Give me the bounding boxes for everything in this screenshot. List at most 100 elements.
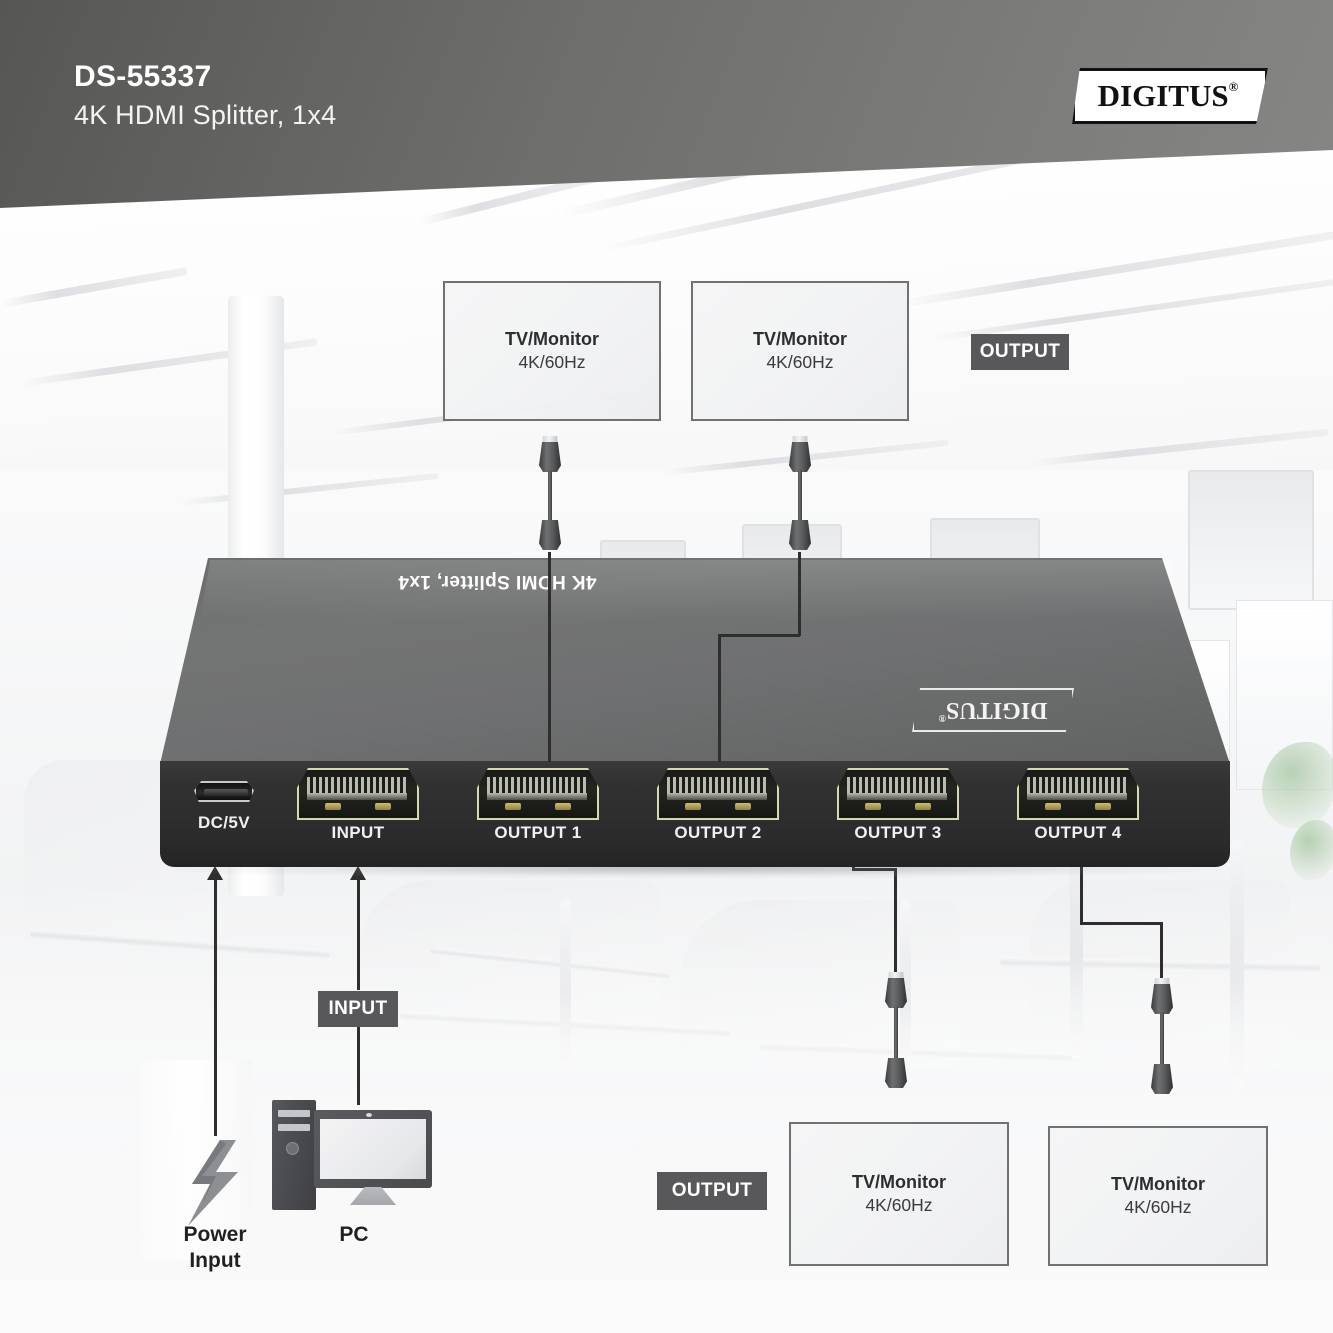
device-top-label: 4K HDMI Splitter, 1x4 — [398, 571, 597, 592]
cable-tip — [888, 972, 904, 980]
link-output1 — [548, 552, 551, 762]
hdmi-port-icon — [657, 768, 779, 820]
link-output4-seg3 — [1160, 922, 1163, 978]
port-label-dc5v: DC/5V — [197, 813, 251, 832]
pc-label: PC — [339, 1223, 369, 1246]
mon-top-right: TV/Monitor 4K/60Hz — [691, 281, 909, 421]
link-output4-seg1 — [1080, 856, 1083, 924]
brand-name: DIGITUS — [1097, 78, 1229, 113]
port-input[interactable] — [297, 768, 419, 820]
hdmi-shelf — [487, 793, 587, 800]
port-output1[interactable] — [477, 768, 599, 820]
port-label-output4: OUTPUT 4 — [1034, 823, 1122, 842]
link-output2-seg2 — [718, 634, 800, 637]
arrow-input-line-lower — [357, 1027, 360, 1105]
cable-wire — [894, 1006, 898, 1060]
digitus-logo-text: DIGITUS® — [1098, 78, 1239, 114]
cable-connector — [885, 978, 907, 1008]
cable-tip — [542, 436, 558, 444]
monitor-spec: 4K/60Hz — [1124, 1197, 1192, 1218]
pc-icon — [272, 1100, 432, 1212]
hdmi-notch-right — [915, 803, 931, 810]
hdmi-shelf — [307, 793, 407, 800]
monitor-spec: 4K/60Hz — [766, 352, 834, 373]
pc-monitor-stand — [350, 1187, 396, 1205]
hdmi-pins — [847, 777, 947, 793]
micro-usb-inner — [204, 789, 248, 796]
hdmi-shelf — [1027, 793, 1127, 800]
hdmi-cable-bottom-right — [1148, 978, 1176, 1098]
link-output2-seg3 — [718, 634, 721, 762]
port-output4[interactable] — [1017, 768, 1139, 820]
hdmi-notch-left — [865, 803, 881, 810]
device-top-surface — [160, 558, 1230, 764]
port-label-output3: OUTPUT 3 — [854, 823, 942, 842]
badge-output-bottom: OUTPUT — [657, 1172, 767, 1210]
mon-bottom-left: TV/Monitor 4K/60Hz — [789, 1122, 1009, 1266]
cable-wire — [1160, 1012, 1164, 1066]
link-output3-seg3 — [894, 868, 897, 972]
hdmi-pins — [667, 777, 767, 793]
monitor-title: TV/Monitor — [505, 329, 599, 350]
port-label-output2: OUTPUT 2 — [674, 823, 762, 842]
wall-screen — [1188, 470, 1314, 610]
mon-top-left: TV/Monitor 4K/60Hz — [443, 281, 661, 421]
pc-tower-strip — [278, 1124, 310, 1131]
link-output4-seg2 — [1080, 922, 1162, 925]
cable-connector — [539, 520, 561, 550]
port-label-output1: OUTPUT 1 — [494, 823, 582, 842]
device-registered-mark: ® — [938, 712, 947, 724]
ceiling-beam — [179, 472, 439, 506]
link-output2-seg1 — [798, 552, 801, 636]
port-output3[interactable] — [837, 768, 959, 820]
power-bolt-icon — [186, 1140, 244, 1226]
cable-connector — [789, 442, 811, 472]
cable-wire — [548, 470, 552, 522]
device-brand-logo: DIGITUS® — [912, 688, 1074, 732]
hdmi-notch-left — [685, 803, 701, 810]
monitor-title: TV/Monitor — [852, 1172, 946, 1193]
product-sku: DS-55337 — [74, 60, 212, 93]
micro-usb-port-icon — [194, 781, 254, 802]
power-label-line2: Input — [189, 1249, 241, 1273]
hdmi-notch-right — [375, 803, 391, 810]
product-title: 4K HDMI Splitter, 1x4 — [74, 100, 337, 130]
hdmi-pins — [307, 777, 407, 793]
cable-connector — [1151, 1064, 1173, 1094]
hdmi-notch-left — [325, 803, 341, 810]
monitor-title: TV/Monitor — [1111, 1174, 1205, 1195]
hdmi-splitter-device: 4K HDMI Splitter, 1x4 DIGITUS® DC/5V — [160, 558, 1230, 870]
cable-connector — [1151, 984, 1173, 1014]
power-input-label: Power Input — [150, 1222, 280, 1275]
hdmi-cable-bottom-left — [882, 972, 910, 1092]
plant — [1290, 820, 1333, 880]
link-output3-seg2 — [852, 868, 896, 871]
hdmi-notch-left — [1045, 803, 1061, 810]
port-output2[interactable] — [657, 768, 779, 820]
power-label-line1: Power — [183, 1223, 247, 1246]
registered-mark: ® — [1228, 78, 1239, 94]
hdmi-port-icon — [297, 768, 419, 820]
badge-input: INPUT — [318, 991, 398, 1027]
cable-wire — [798, 470, 802, 522]
arrow-power-head — [207, 866, 223, 880]
port-label-input: INPUT — [331, 823, 385, 842]
cable-connector — [789, 520, 811, 550]
cable-tip — [1154, 978, 1170, 986]
hdmi-cable-top-right — [786, 436, 814, 552]
hdmi-pins — [487, 777, 587, 793]
cable-connector — [885, 1058, 907, 1088]
mon-bottom-right: TV/Monitor 4K/60Hz — [1048, 1126, 1268, 1266]
arrow-power-line — [214, 880, 217, 1136]
device-brand-name: DIGITUS — [946, 697, 1048, 724]
badge-output-top: OUTPUT — [971, 334, 1069, 370]
hdmi-shelf — [847, 793, 947, 800]
hdmi-notch-right — [1095, 803, 1111, 810]
port-dc5v[interactable] — [194, 781, 254, 802]
hdmi-notch-right — [555, 803, 571, 810]
hdmi-port-icon — [477, 768, 599, 820]
cable-tip — [792, 436, 808, 444]
pc-tower — [272, 1100, 316, 1210]
digitus-logo: DIGITUS® — [1072, 68, 1268, 124]
